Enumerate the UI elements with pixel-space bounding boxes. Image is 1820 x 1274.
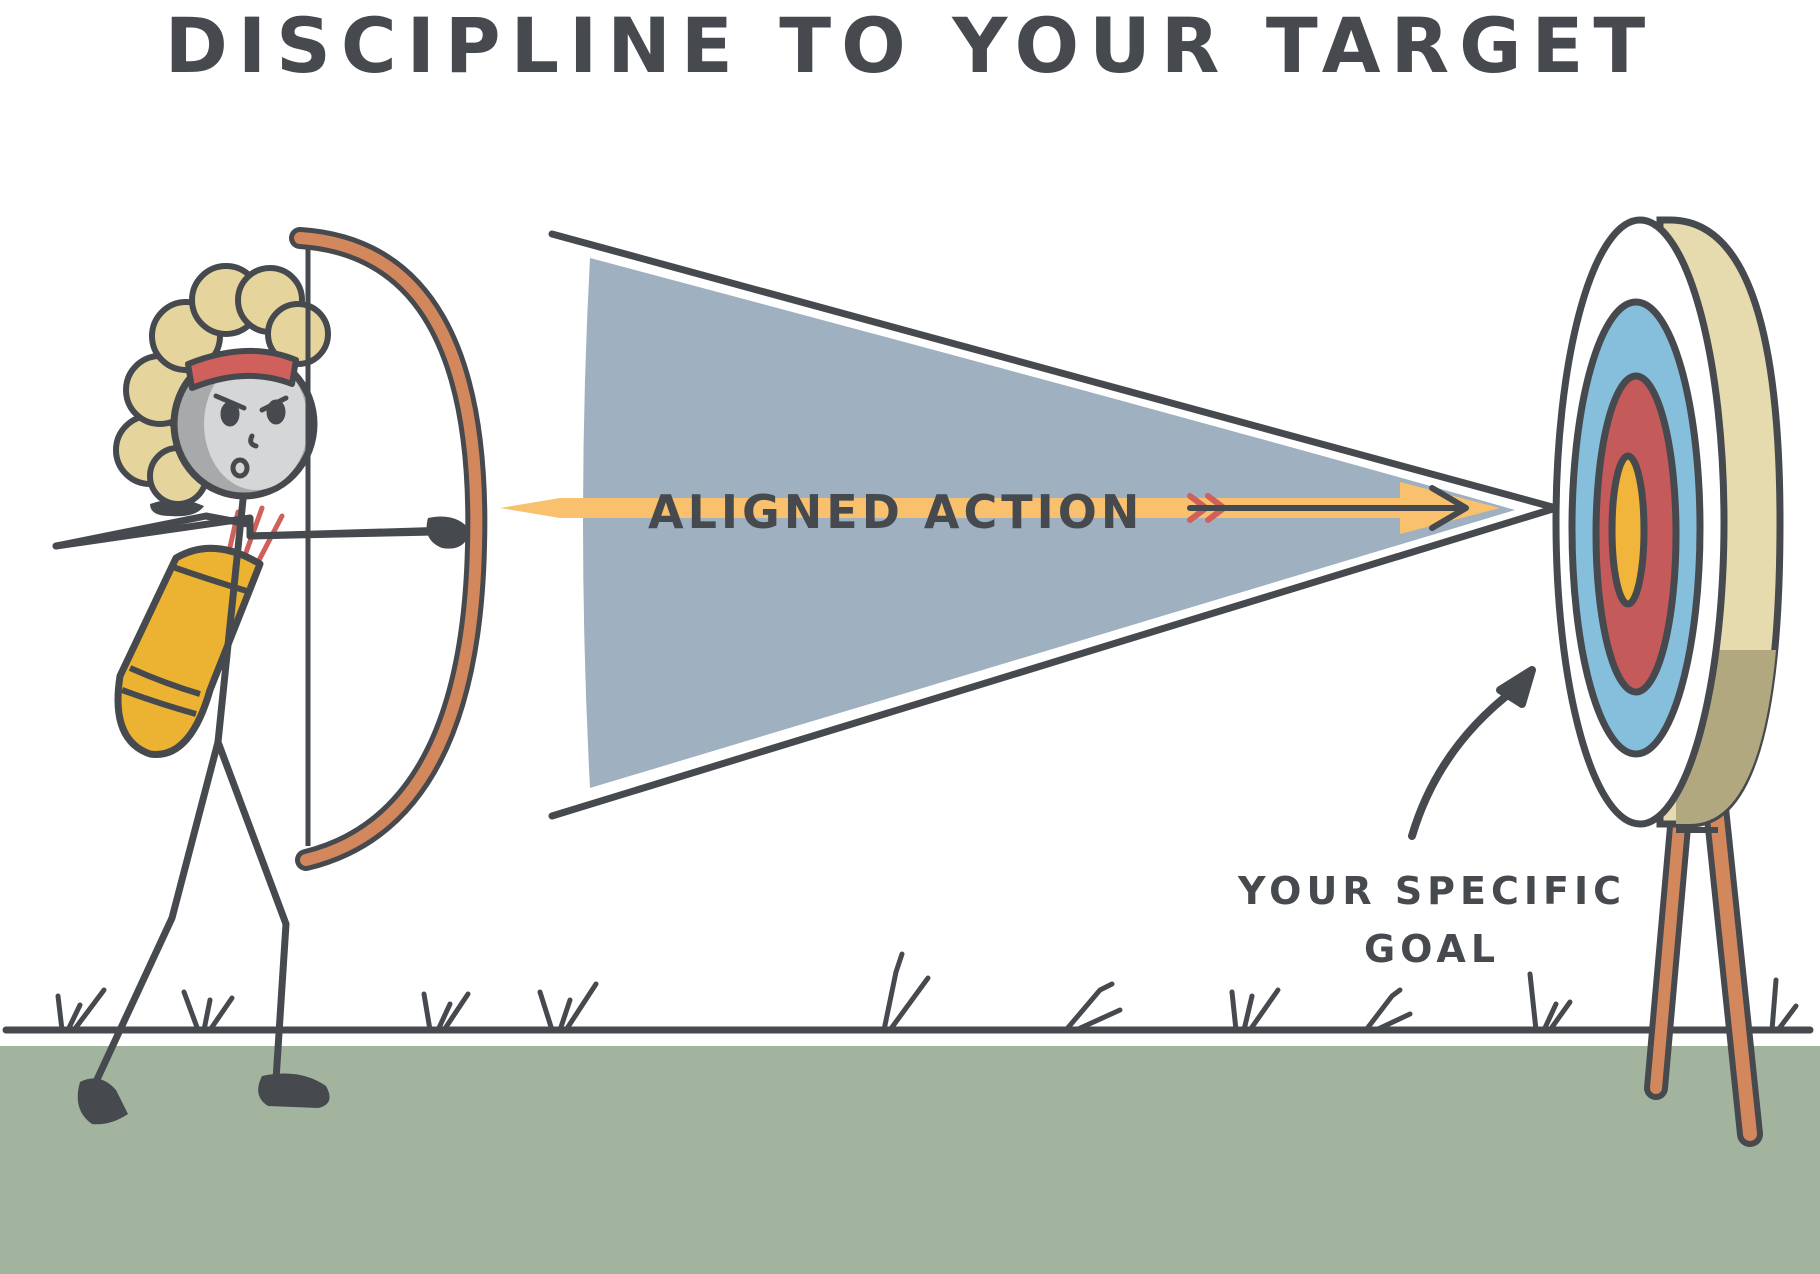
quiver	[114, 505, 285, 758]
archery-target	[1552, 216, 1784, 1147]
curved-arrow-icon	[1408, 686, 1518, 840]
cone-edge-bottom	[548, 504, 1560, 820]
arrow-glow	[500, 482, 1500, 534]
archer-shoes	[77, 1073, 330, 1125]
goal-label-line2: GOAL	[1364, 927, 1500, 971]
goal-callout: YOUR SPECIFIC GOAL	[1237, 666, 1626, 971]
goal-label-line1: YOUR SPECIFIC	[1237, 869, 1626, 913]
aligned-action-arrow: ALIGNED ACTION	[500, 482, 1500, 539]
ground	[0, 951, 1820, 1274]
archer-body	[52, 486, 454, 746]
grass-tufts	[55, 951, 1799, 1033]
aligned-action-label: ALIGNED ACTION	[648, 485, 1143, 539]
stick-figure-archer	[52, 227, 488, 1125]
headband	[185, 347, 299, 391]
archer-legs	[90, 738, 290, 1090]
curved-arrow-head	[1496, 666, 1536, 708]
page-title: DISCIPLINE TO YOUR TARGET	[165, 1, 1656, 90]
archer-front-hand	[426, 516, 470, 549]
cone-fill	[583, 258, 1515, 788]
bow	[289, 227, 488, 871]
archer-face	[204, 358, 308, 490]
arrow-head	[1429, 485, 1469, 531]
target-bullseye	[1608, 452, 1648, 608]
quiver-body	[114, 544, 264, 758]
bow-limb	[294, 232, 483, 866]
archer-face-features	[213, 393, 289, 479]
aim-cone	[548, 230, 1560, 820]
quiver-straps	[120, 563, 251, 717]
cone-edge-top	[548, 230, 1560, 512]
